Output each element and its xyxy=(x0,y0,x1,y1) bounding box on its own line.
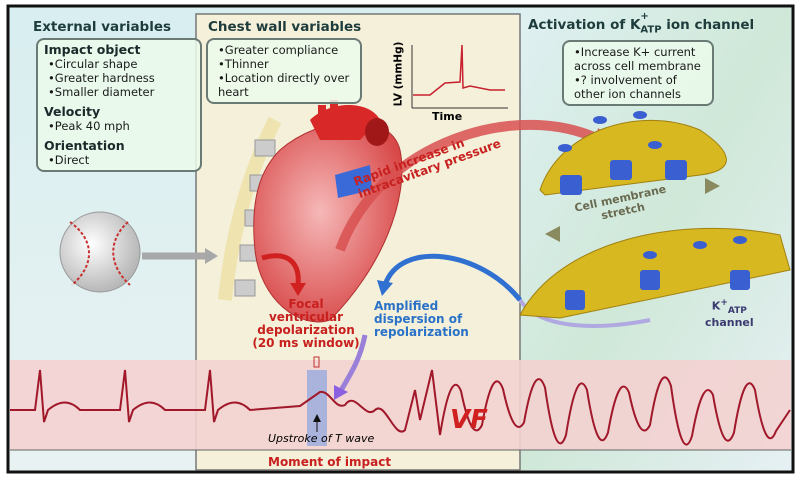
title-sup: + xyxy=(640,11,649,22)
list-item: Increase K+ current across cell membrane xyxy=(570,45,706,73)
katp-title: Activation of K+ ATP ion channel xyxy=(528,11,755,36)
katp-channel-label: K+ATP channel xyxy=(705,298,754,329)
dispersion-arrow-icon xyxy=(382,253,522,302)
label-line: Focal xyxy=(288,297,324,311)
ecg-trace xyxy=(10,369,791,446)
orientation-heading: Orientation xyxy=(44,138,125,153)
chest-wall-box: Greater compliance Thinner Location dire… xyxy=(206,38,362,104)
focal-arrow-icon xyxy=(261,253,301,286)
list-item: Peak 40 mph xyxy=(44,119,194,133)
baseball-icon xyxy=(59,211,141,293)
label-line: repolarization xyxy=(374,325,469,339)
label-line: depolarization xyxy=(257,323,355,337)
katp-box: Increase K+ current across cell membrane… xyxy=(562,40,714,106)
list-item: ? involvement of other ion channels xyxy=(570,73,706,101)
label-k: K xyxy=(711,299,721,313)
dispersion-label: Amplified dispersion of repolarization xyxy=(374,300,469,339)
rib-icon xyxy=(218,116,282,301)
list-item: Location directly over heart xyxy=(214,71,354,99)
impact-heading: Impact object xyxy=(44,42,141,57)
label-line: ventricular xyxy=(268,310,344,324)
cell-membrane-icon xyxy=(519,111,791,319)
stretch-arrow-right-icon xyxy=(705,178,720,194)
label-sub: ATP xyxy=(727,305,747,316)
repolarization-arrow-icon xyxy=(337,334,368,394)
vf-label: VF xyxy=(450,405,488,435)
lv-ylabel: LV (mmHg) xyxy=(392,41,405,107)
velocity-heading: Velocity xyxy=(44,104,101,119)
label-line: channel xyxy=(705,315,754,329)
upstroke-label: Upstroke of T wave xyxy=(268,432,375,445)
external-variables-box: Impact object Circular shape Greater har… xyxy=(36,38,202,172)
lv-pressure-graph xyxy=(411,44,508,109)
list-item: Smaller diameter xyxy=(44,85,194,99)
label-sup: + xyxy=(720,298,728,308)
external-variables-title: External variables xyxy=(33,19,172,35)
stretch-arrow-left-icon xyxy=(545,226,560,242)
label-line: dispersion of xyxy=(374,312,463,326)
list-item: Direct xyxy=(44,153,194,167)
heart-icon xyxy=(253,100,403,323)
chest-wall-title: Chest wall variables xyxy=(208,19,362,35)
title-sub: ATP xyxy=(640,24,662,36)
list-item: Thinner xyxy=(214,57,354,71)
impact-window xyxy=(307,370,327,446)
focal-depolarization-label: Focal ventricular depolarization (20 ms … xyxy=(250,298,362,350)
list-item: Circular shape xyxy=(44,57,194,71)
title-text: ion channel xyxy=(661,17,755,33)
pressure-arrow-icon xyxy=(335,119,603,252)
label-line: (20 ms window) xyxy=(252,336,360,350)
lv-xlabel: Time xyxy=(432,110,463,123)
title-text: Activation of K xyxy=(528,17,641,33)
list-item: Greater compliance xyxy=(214,43,354,57)
list-item: Greater hardness xyxy=(44,71,194,85)
moment-of-impact-label: Moment of impact xyxy=(268,455,392,469)
label-line: Amplified xyxy=(374,299,439,313)
